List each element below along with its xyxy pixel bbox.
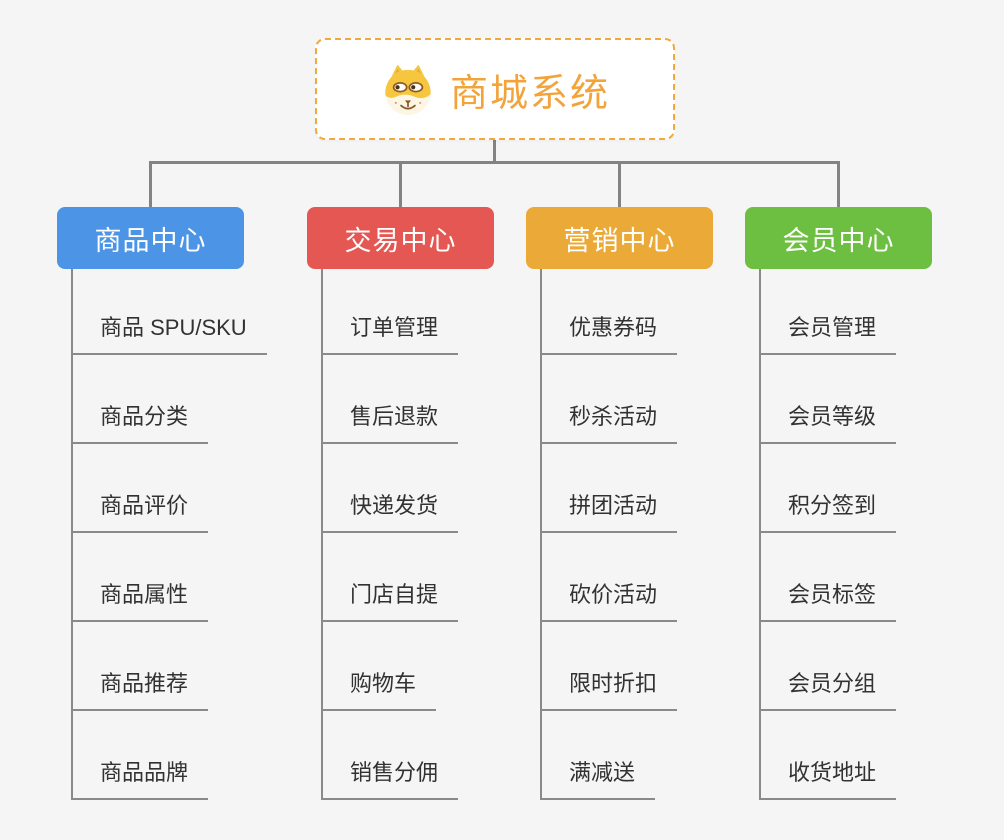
subtopic-node[interactable]: 商品推荐 — [72, 670, 209, 711]
dog-face-icon — [385, 64, 431, 116]
root-node[interactable]: 商城系统 — [315, 38, 675, 140]
subtopic-node[interactable]: 会员标签 — [760, 581, 897, 622]
branch-column-product: 商品中心 商品 SPU/SKU 商品分类 商品评价 商品属性 商品推荐 商品品牌 — [57, 207, 302, 800]
branch-items-trade: 订单管理 售后退款 快递发货 门店自提 购物车 销售分佣 — [307, 269, 552, 800]
branch-box-marketing[interactable]: 营销中心 — [526, 207, 713, 269]
subtopic-node[interactable]: 满减送 — [541, 759, 656, 800]
branch-column-trade: 交易中心 订单管理 售后退款 快递发货 门店自提 购物车 销售分佣 — [307, 207, 552, 800]
subtopic-node[interactable]: 优惠券码 — [541, 314, 678, 355]
subtopic-node[interactable]: 门店自提 — [322, 581, 459, 622]
branch-label-member: 会员中心 — [782, 225, 895, 256]
subtopic-node[interactable]: 快递发货 — [322, 492, 459, 533]
subtopic-node[interactable]: 收货地址 — [760, 759, 897, 800]
subtopic-node[interactable]: 秒杀活动 — [541, 403, 678, 444]
subtopic-node[interactable]: 会员等级 — [760, 403, 897, 444]
subtopic-node[interactable]: 会员管理 — [760, 314, 897, 355]
branch-label-marketing: 营销中心 — [563, 225, 676, 256]
subtopic-node[interactable]: 会员分组 — [760, 670, 897, 711]
branch-label-trade: 交易中心 — [344, 225, 457, 256]
branch-label-product: 商品中心 — [94, 225, 207, 256]
subtopic-node[interactable]: 商品品牌 — [72, 759, 209, 800]
connector-drop-marketing — [618, 161, 621, 207]
branch-items-marketing: 优惠券码 秒杀活动 拼团活动 砍价活动 限时折扣 满减送 — [526, 269, 771, 800]
branch-column-marketing: 营销中心 优惠券码 秒杀活动 拼团活动 砍价活动 限时折扣 满减送 — [526, 207, 771, 800]
subtopic-node[interactable]: 商品评价 — [72, 492, 209, 533]
branch-items-product: 商品 SPU/SKU 商品分类 商品评价 商品属性 商品推荐 商品品牌 — [57, 269, 302, 800]
connector-drop-member — [837, 161, 840, 207]
branch-column-member: 会员中心 会员管理 会员等级 积分签到 会员标签 会员分组 收货地址 — [745, 207, 990, 800]
branch-box-product[interactable]: 商品中心 — [57, 207, 244, 269]
subtopic-node[interactable]: 拼团活动 — [541, 492, 678, 533]
branch-items-member: 会员管理 会员等级 积分签到 会员标签 会员分组 收货地址 — [745, 269, 990, 800]
branch-line-marketing — [540, 269, 542, 800]
subtopic-node[interactable]: 售后退款 — [322, 403, 459, 444]
branch-box-member[interactable]: 会员中心 — [745, 207, 932, 269]
connector-horizontal — [149, 161, 840, 164]
connector-drop-product — [149, 161, 152, 207]
subtopic-node[interactable]: 限时折扣 — [541, 670, 678, 711]
subtopic-node[interactable]: 商品分类 — [72, 403, 209, 444]
subtopic-node[interactable]: 商品属性 — [72, 581, 209, 622]
subtopic-node[interactable]: 购物车 — [322, 670, 437, 711]
subtopic-node[interactable]: 商品 SPU/SKU — [72, 314, 267, 355]
branch-box-trade[interactable]: 交易中心 — [307, 207, 494, 269]
connector-drop-trade — [399, 161, 402, 207]
connector-root-stub — [493, 140, 496, 163]
root-title: 商城系统 — [449, 72, 610, 115]
subtopic-node[interactable]: 销售分佣 — [322, 759, 459, 800]
branch-line-product — [71, 269, 73, 800]
subtopic-node[interactable]: 砍价活动 — [541, 581, 678, 622]
subtopic-node[interactable]: 订单管理 — [322, 314, 459, 355]
branch-line-trade — [321, 269, 323, 800]
branch-line-member — [759, 269, 761, 800]
subtopic-node[interactable]: 积分签到 — [760, 492, 897, 533]
